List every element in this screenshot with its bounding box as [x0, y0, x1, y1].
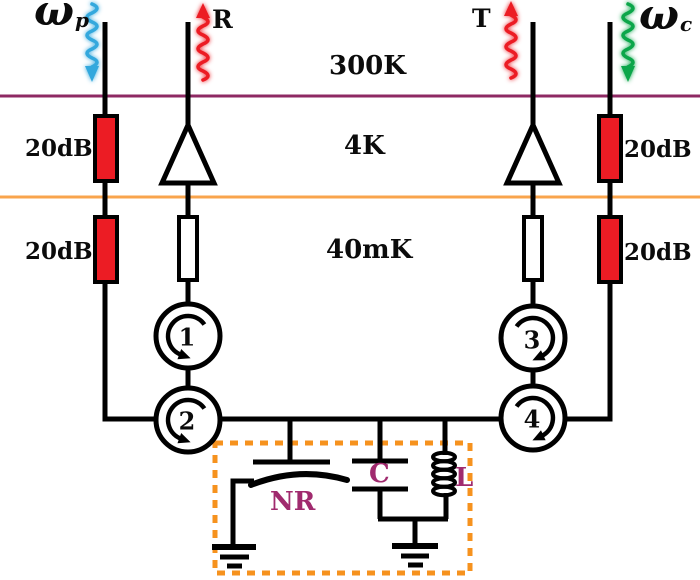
ground-icon-left — [212, 544, 256, 569]
attenuator-box-pump-4k — [93, 114, 119, 183]
circulator-2 — [153, 385, 223, 455]
nr-capacitor-icon — [230, 419, 350, 546]
attenuator-label-1: 20dB — [25, 135, 93, 162]
capacitor-label: C — [369, 459, 390, 489]
amplifier-icon-reflection — [158, 118, 218, 186]
pump-wavy-arrow-icon — [85, 2, 99, 82]
attenuator-box-cavity-40mk — [597, 215, 623, 284]
attenuator-label-2: 20dB — [25, 238, 93, 265]
omega-subscript: p — [75, 8, 89, 32]
circulator-number-4: 4 — [523, 404, 541, 434]
pump-frequency-label: ω p — [34, 0, 89, 35]
transmission-port-label: T — [472, 4, 491, 33]
circulator-1 — [153, 301, 223, 371]
circulator-number-1: 1 — [178, 322, 196, 352]
bandpass-filter-transmission — [522, 215, 544, 282]
cavity-wavy-arrow-icon — [621, 2, 635, 82]
stage-label-300k: 300K — [329, 51, 406, 81]
transmission-wavy-arrow-icon — [504, 1, 518, 80]
ground-icon-right — [392, 543, 438, 568]
stage-label-40mk: 40mK — [326, 235, 413, 265]
bandpass-filter-reflection — [177, 215, 199, 282]
amplifier-icon-transmission — [503, 118, 563, 186]
reflection-wavy-arrow-icon — [196, 3, 210, 82]
omega-symbol: ω — [639, 0, 679, 39]
nanoresonator-label: NR — [270, 487, 316, 517]
omega-subscript: c — [680, 12, 693, 36]
circulator-number-3: 3 — [523, 325, 541, 355]
inductor-icon — [431, 419, 457, 519]
resonator-dashed-box — [212, 440, 473, 576]
inductor-label: L — [455, 463, 474, 493]
circulator-4 — [498, 383, 568, 453]
stage-label-4k: 4K — [344, 131, 385, 161]
attenuator-box-cavity-4k — [597, 114, 623, 183]
attenuator-label-3: 20dB — [624, 136, 692, 163]
circulator-number-2: 2 — [178, 406, 196, 436]
cavity-frequency-label: ω c — [639, 0, 693, 39]
attenuator-label-4: 20dB — [624, 239, 692, 266]
omega-symbol: ω — [34, 0, 74, 35]
attenuator-box-pump-40mk — [93, 215, 119, 284]
circulator-3 — [498, 303, 568, 373]
capacitor-icon — [352, 419, 408, 519]
reflection-port-label: R — [212, 5, 233, 34]
